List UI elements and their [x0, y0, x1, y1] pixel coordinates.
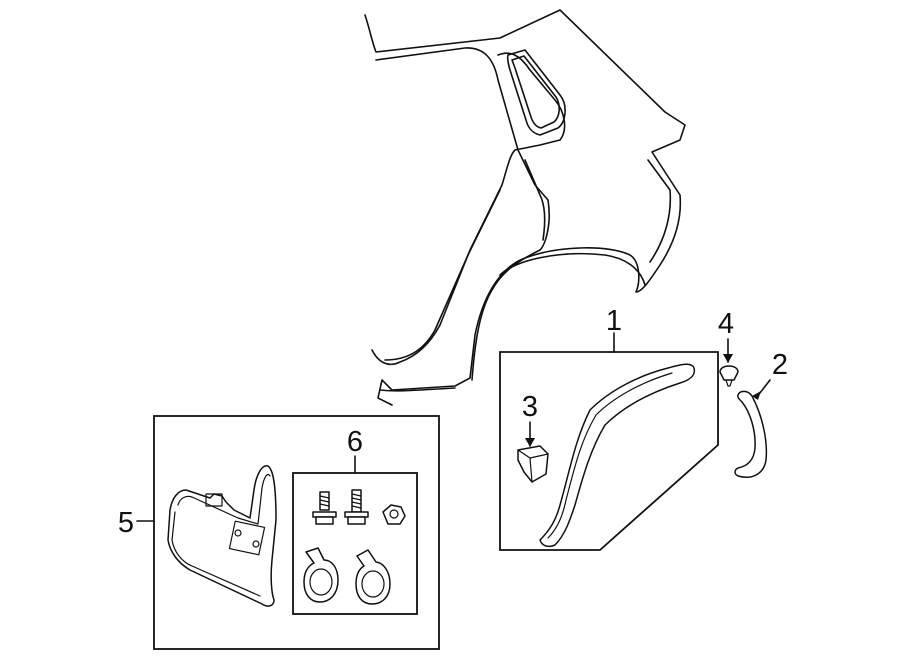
molding-extension-part: 2 [734, 349, 788, 478]
callout-3: 3 [522, 391, 538, 423]
clamp-part [303, 547, 339, 603]
mud-guard-part [167, 465, 277, 607]
push-pin-part: 4 [718, 308, 739, 387]
bolt-part [344, 489, 369, 525]
quarter-panel [364, 9, 686, 406]
callout-6: 6 [347, 426, 363, 458]
callout-2: 2 [772, 349, 788, 381]
mud-guard-box: 5 [118, 415, 440, 650]
callout-1: 1 [606, 305, 622, 337]
callout-5: 5 [118, 507, 134, 539]
hardware-box: 6 [292, 426, 418, 615]
bolt-part [312, 491, 337, 525]
molding-box: 1 [499, 305, 719, 551]
clamp-part [355, 549, 391, 605]
clip-part: 3 [517, 391, 549, 483]
callout-4: 4 [718, 308, 734, 340]
nut-part [382, 504, 406, 525]
wheel-opening-molding [539, 363, 696, 548]
